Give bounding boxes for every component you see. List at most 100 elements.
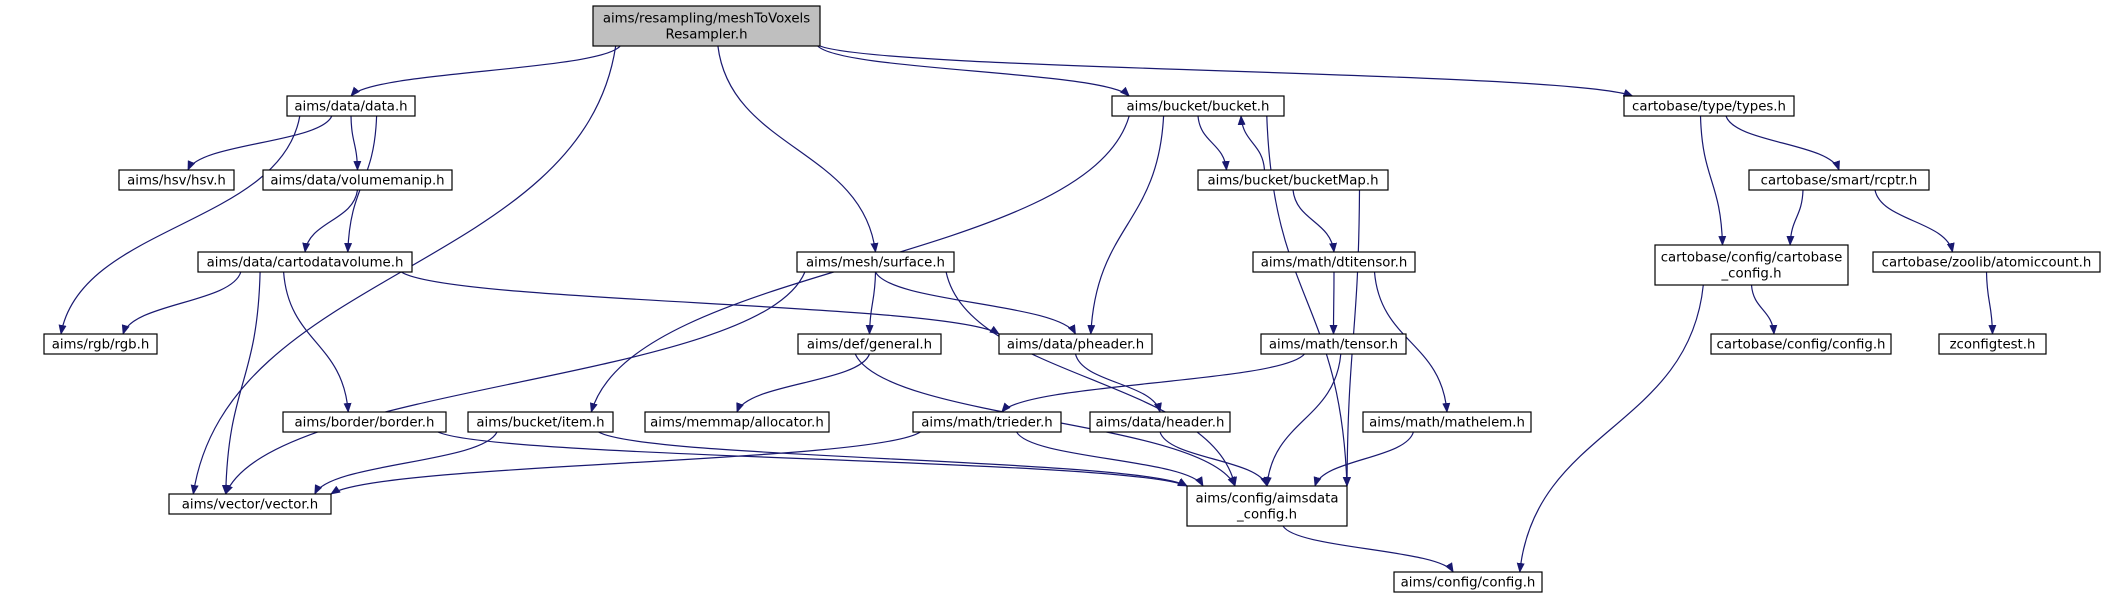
node-trieder[interactable]: aims/math/trieder.h: [912, 411, 1062, 433]
node-label: aims/rgb/rgb.h: [52, 338, 150, 353]
edge-types-to-cartobase_config: [1699, 115, 1727, 246]
node-box[interactable]: [43, 333, 158, 355]
edges-layer: [58, 45, 1997, 573]
node-label: aims/math/trieder.h: [921, 416, 1053, 431]
node-bucket[interactable]: aims/bucket/bucket.h: [1111, 95, 1285, 117]
node-dtitensor[interactable]: aims/math/dtitensor.h: [1252, 251, 1416, 273]
node-pheader[interactable]: aims/data/pheader.h: [998, 333, 1153, 355]
node-box[interactable]: [1089, 411, 1231, 433]
node-surface[interactable]: aims/mesh/surface.h: [796, 251, 955, 273]
node-label: cartobase/config/config.h: [1717, 338, 1886, 353]
node-aimsdata_config[interactable]: aims/config/aimsdata_config.h: [1186, 485, 1348, 527]
edge-trieder-to-aimsdata_config: [1016, 431, 1204, 487]
node-types[interactable]: cartobase/type/types.h: [1623, 95, 1795, 117]
edge-tensor-to-aimsdata_config: [1263, 353, 1342, 487]
node-box[interactable]: [467, 411, 614, 433]
edge-cartodatavolume-to-pheader: [400, 271, 1000, 335]
node-box[interactable]: [286, 95, 416, 117]
node-box[interactable]: [1748, 169, 1930, 191]
edge-border-to-aimsdata_config: [437, 431, 1188, 487]
node-box[interactable]: [118, 169, 235, 191]
edge-data-to-volumemanip: [350, 115, 362, 171]
node-rcptr[interactable]: cartobase/smart/rcptr.h: [1748, 169, 1930, 191]
node-rgb[interactable]: aims/rgb/rgb.h: [43, 333, 158, 355]
node-allocator[interactable]: aims/memmap/allocator.h: [644, 411, 830, 433]
node-box[interactable]: [1197, 169, 1389, 191]
node-box[interactable]: [1623, 95, 1795, 117]
node-box[interactable]: [1111, 95, 1285, 117]
node-zconfigtest[interactable]: zconfigtest.h: [1938, 333, 2047, 355]
node-box[interactable]: [197, 251, 413, 273]
node-label: aims/def/general.h: [807, 338, 932, 353]
node-label: aims/bucket/bucketMap.h: [1208, 174, 1379, 189]
node-label: aims/data/cartodatavolume.h: [207, 256, 404, 271]
node-config[interactable]: aims/config/config.h: [1393, 571, 1543, 593]
node-box[interactable]: [262, 169, 453, 191]
edge-root-to-data: [350, 45, 621, 97]
node-header[interactable]: aims/data/header.h: [1089, 411, 1231, 433]
edge-atomiccount-to-zconfigtest: [1985, 271, 1997, 335]
edge-bucket-to-bucketmap: [1197, 115, 1230, 171]
node-box[interactable]: [1362, 411, 1532, 433]
node-cartodatavolume[interactable]: aims/data/cartodatavolume.h: [197, 251, 413, 273]
node-label: cartobase/type/types.h: [1632, 100, 1786, 115]
node-box[interactable]: [282, 411, 447, 433]
node-box[interactable]: [912, 411, 1062, 433]
node-box[interactable]: [1186, 485, 1348, 527]
node-box[interactable]: [796, 251, 955, 273]
edge-aimsdata_config-to-config: [1282, 525, 1454, 573]
node-label: cartobase/smart/rcptr.h: [1761, 174, 1918, 189]
node-box[interactable]: [1260, 333, 1407, 355]
node-label: aims/border/border.h: [295, 416, 435, 431]
node-box[interactable]: [1938, 333, 2047, 355]
node-item[interactable]: aims/bucket/item.h: [467, 411, 614, 433]
node-volumemanip[interactable]: aims/data/volumemanip.h: [262, 169, 453, 191]
node-tensor[interactable]: aims/math/tensor.h: [1260, 333, 1407, 355]
node-label: aims/mesh/surface.h: [806, 256, 945, 271]
node-box[interactable]: [1252, 251, 1416, 273]
node-hsv[interactable]: aims/hsv/hsv.h: [118, 169, 235, 191]
edge-dtitensor-to-tensor: [1329, 271, 1338, 335]
node-bucketmap[interactable]: aims/bucket/bucketMap.h: [1197, 169, 1389, 191]
node-vector[interactable]: aims/vector/vector.h: [168, 493, 332, 515]
node-cb_config[interactable]: cartobase/config/config.h: [1710, 333, 1892, 355]
node-label: aims/math/tensor.h: [1269, 338, 1398, 353]
node-label: aims/data/volumemanip.h: [270, 174, 444, 189]
edge-tensor-to-trieder: [1001, 353, 1305, 413]
node-label: aims/data/pheader.h: [1007, 338, 1144, 353]
edge-surface-to-aimsdata_config: [945, 271, 1237, 487]
node-mathelem[interactable]: aims/math/mathelem.h: [1362, 411, 1532, 433]
node-label: aims/data/header.h: [1096, 416, 1225, 431]
node-box[interactable]: [998, 333, 1153, 355]
node-label: zconfigtest.h: [1950, 338, 2036, 353]
node-cartobase_config[interactable]: cartobase/config/cartobase_config.h: [1654, 244, 1849, 286]
node-box[interactable]: [168, 493, 332, 515]
edge-bucket-to-pheader: [1087, 115, 1165, 335]
edge-cartodatavolume-to-border: [283, 271, 352, 413]
node-label: cartobase/zoolib/atomiccount.h: [1882, 256, 2092, 271]
edge-general-to-allocator: [736, 353, 871, 413]
edge-cartodatavolume-to-rgb: [121, 271, 242, 335]
node-box[interactable]: [1872, 251, 2101, 273]
edge-rcptr-to-atomiccount: [1874, 189, 1955, 253]
edge-pheader-to-header: [1074, 353, 1162, 413]
node-data[interactable]: aims/data/data.h: [286, 95, 416, 117]
node-box[interactable]: [644, 411, 830, 433]
node-box[interactable]: [592, 5, 821, 47]
edge-surface-to-general: [865, 271, 877, 335]
node-box[interactable]: [1654, 244, 1849, 286]
node-label: aims/config/config.h: [1401, 576, 1536, 591]
edge-mathelem-to-aimsdata_config: [1313, 431, 1414, 487]
edge-types-to-rcptr: [1725, 115, 1840, 171]
node-general[interactable]: aims/def/general.h: [797, 333, 942, 355]
node-border[interactable]: aims/border/border.h: [282, 411, 447, 433]
edge-data-to-rgb: [58, 115, 301, 335]
node-box[interactable]: [797, 333, 942, 355]
node-box[interactable]: [1710, 333, 1892, 355]
node-label: Resampler.h: [665, 28, 747, 43]
node-atomiccount[interactable]: cartobase/zoolib/atomiccount.h: [1872, 251, 2101, 273]
edge-rcptr-to-cartobase_config: [1786, 189, 1804, 246]
node-box[interactable]: [1393, 571, 1543, 593]
